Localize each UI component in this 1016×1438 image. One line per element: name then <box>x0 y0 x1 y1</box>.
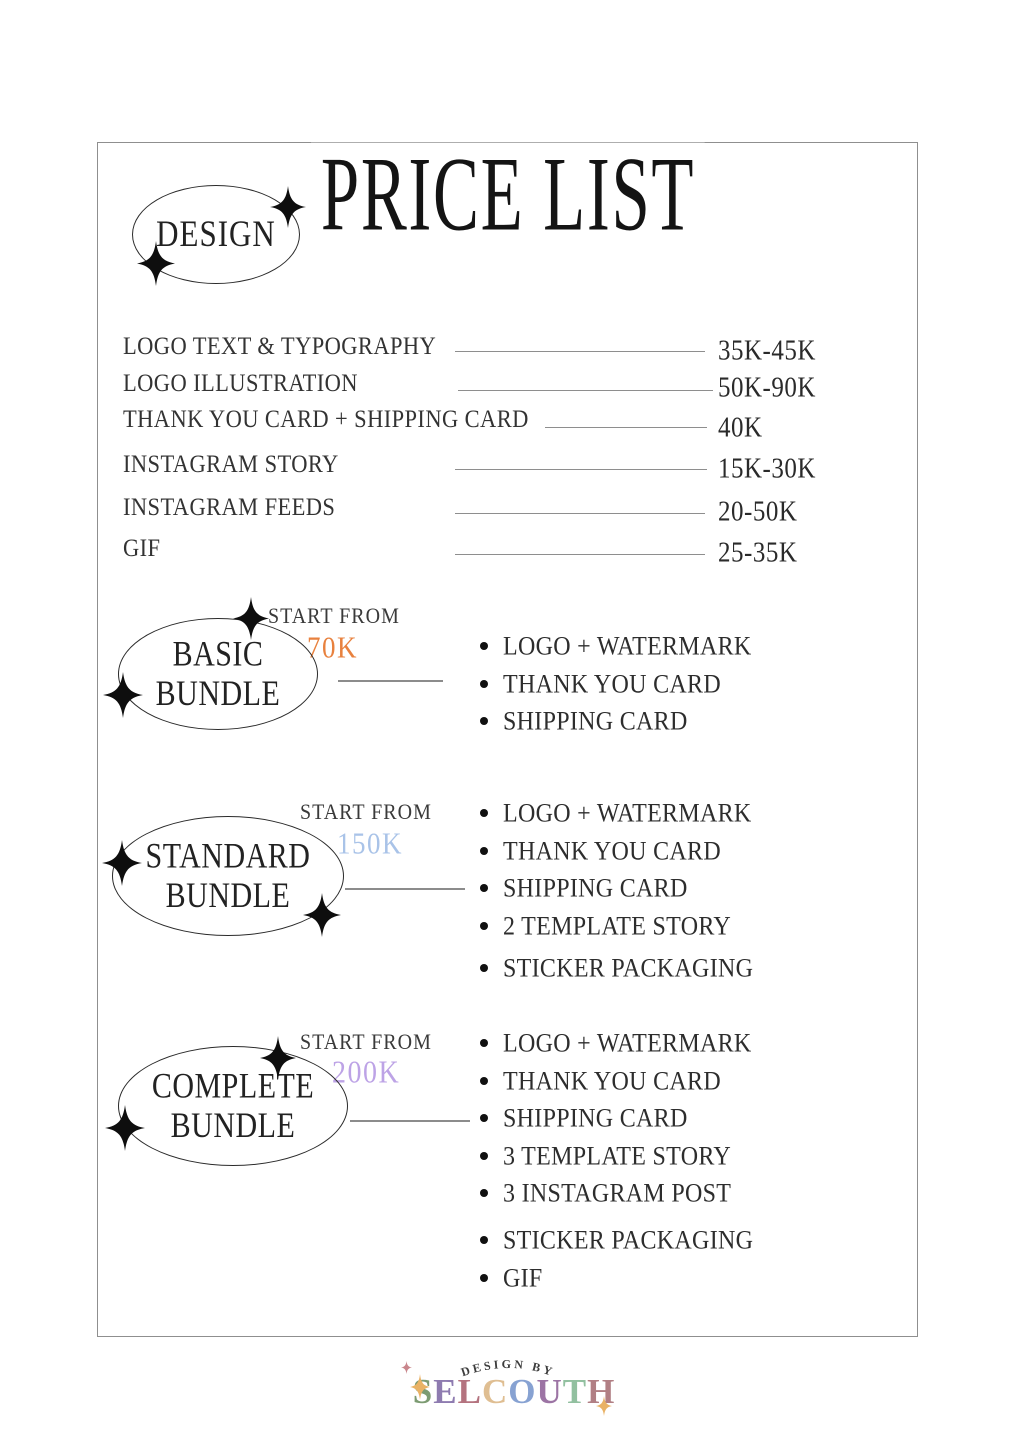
list-item: SHIPPING CARD <box>480 704 752 742</box>
service-label: THANK YOU CARD + SHIPPING CARD <box>123 404 529 433</box>
service-price: 25-35K <box>718 537 798 569</box>
start-from-label: START FROM <box>268 604 400 629</box>
list-item: THANK YOU CARD <box>480 834 753 872</box>
basic-bundle-items: LOGO + WATERMARK THANK YOU CARD SHIPPING… <box>480 629 752 742</box>
design-section-label: DESIGN <box>156 212 276 255</box>
list-item: STICKER PACKAGING <box>480 951 753 989</box>
connector-line <box>338 680 443 682</box>
leader-line <box>455 554 705 556</box>
brand-letter: E <box>433 1372 458 1411</box>
complete-bundle-items: LOGO + WATERMARK THANK YOU CARD SHIPPING… <box>480 1026 753 1298</box>
sparkle-icon <box>102 840 142 886</box>
brand-letter: S <box>412 1372 434 1411</box>
list-item: SHIPPING CARD <box>480 1101 753 1139</box>
standard-bundle-name: STANDARD BUNDLE <box>146 836 311 915</box>
service-row: LOGO TEXT & TYPOGRAPHY 35K-45K <box>123 331 843 367</box>
list-item: 3 TEMPLATE STORY <box>480 1139 753 1177</box>
brand-letter: L <box>457 1372 482 1411</box>
bundle-name-line: BUNDLE <box>170 1106 296 1146</box>
bundle-name-line: BUNDLE <box>165 876 291 916</box>
list-item: STICKER PACKAGING <box>480 1223 753 1261</box>
list-item: THANK YOU CARD <box>480 1064 753 1102</box>
leader-line <box>545 427 707 429</box>
list-item: SHIPPING CARD <box>480 871 753 909</box>
gold-sparkle-icon <box>410 1374 430 1400</box>
sparkle-icon <box>270 186 306 228</box>
list-item: 3 INSTAGRAM POST <box>480 1176 753 1214</box>
sparkle-icon <box>105 1105 145 1151</box>
service-price: 35K-45K <box>718 335 816 367</box>
bundle-name-line: COMPLETE <box>151 1066 315 1106</box>
sparkle-icon <box>137 241 175 286</box>
bundle-price: 150K <box>337 826 403 861</box>
rose-sparkle-icon <box>401 1361 412 1374</box>
connector-line <box>345 888 465 890</box>
sparkle-icon <box>233 597 269 640</box>
bundle-price: 70K <box>307 630 358 665</box>
start-from-label: START FROM <box>300 1030 432 1055</box>
list-item: THANK YOU CARD <box>480 667 752 705</box>
leader-line <box>455 513 705 515</box>
design-section-oval: DESIGN <box>132 185 300 284</box>
basic-bundle-name: BASIC BUNDLE <box>156 634 281 713</box>
byline-arc: DESIGN BY <box>459 1357 554 1379</box>
content-frame-border <box>97 142 918 1337</box>
service-label: GIF <box>123 533 161 562</box>
list-item: 2 TEMPLATE STORY <box>480 909 753 947</box>
leader-line <box>458 390 713 392</box>
service-row: INSTAGRAM FEEDS 20-50K <box>123 492 843 528</box>
brand-letter: T <box>562 1372 588 1411</box>
brand-wordmark: SELCOUTH <box>413 1372 616 1412</box>
list-item: LOGO + WATERMARK <box>480 629 752 667</box>
list-item: GIF <box>480 1261 753 1299</box>
service-price: 40K <box>718 412 763 444</box>
bundle-name-line: BASIC <box>172 634 264 674</box>
brand-letter: C <box>481 1372 509 1411</box>
service-row: THANK YOU CARD + SHIPPING CARD 40K <box>123 404 843 443</box>
sparkle-icon <box>260 1036 296 1080</box>
service-price: 20-50K <box>718 496 798 528</box>
service-label: LOGO ILLUSTRATION <box>123 368 358 397</box>
complete-bundle-oval: COMPLETE BUNDLE <box>118 1046 348 1166</box>
connector-line <box>350 1120 470 1122</box>
list-item: LOGO + WATERMARK <box>480 796 753 834</box>
standard-bundle-oval: STANDARD BUNDLE <box>112 816 344 936</box>
leader-line <box>455 469 707 471</box>
basic-bundle-oval: BASIC BUNDLE <box>118 618 318 730</box>
brand-letter: O <box>508 1372 537 1411</box>
sparkle-icon <box>103 672 143 718</box>
bundle-name-line: STANDARD <box>145 836 311 876</box>
service-label: INSTAGRAM FEEDS <box>123 492 336 521</box>
brand-letter: U <box>536 1372 563 1411</box>
standard-bundle-items: LOGO + WATERMARK THANK YOU CARD SHIPPING… <box>480 796 753 989</box>
list-item: LOGO + WATERMARK <box>480 1026 753 1064</box>
sparkle-icon <box>303 893 341 937</box>
bundle-price: 200K <box>332 1055 401 1091</box>
service-price: 50K-90K <box>718 372 816 404</box>
service-row: LOGO ILLUSTRATION 50K-90K <box>123 368 843 404</box>
leader-line <box>455 351 705 353</box>
page-title: PRICE LIST <box>311 142 705 249</box>
start-from-label: START FROM <box>300 800 432 825</box>
complete-bundle-name: COMPLETE BUNDLE <box>152 1066 314 1145</box>
bundle-name-line: BUNDLE <box>155 674 281 714</box>
service-label: INSTAGRAM STORY <box>123 449 339 478</box>
service-price: 15K-30K <box>718 453 816 485</box>
service-row: GIF 25-35K <box>123 533 843 569</box>
service-row: INSTAGRAM STORY 15K-30K <box>123 449 843 485</box>
service-label: LOGO TEXT & TYPOGRAPHY <box>123 331 437 360</box>
gold-sparkle-icon <box>596 1396 612 1416</box>
